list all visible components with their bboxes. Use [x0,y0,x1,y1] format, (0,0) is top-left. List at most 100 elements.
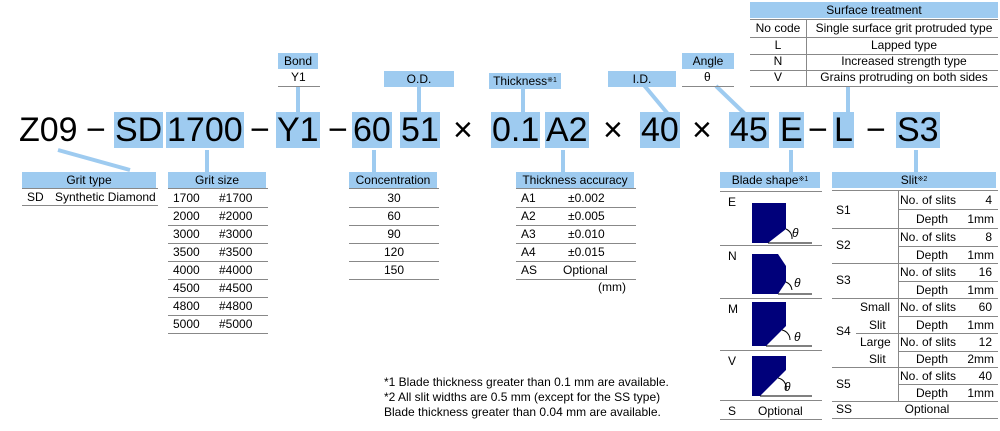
divider [168,279,268,280]
grit-size-mesh: #3500 [219,245,253,259]
code-angle: 45 [729,111,769,149]
grit-type-code: SD [27,190,44,204]
slit-d-label: Depth [916,212,949,226]
thickness-unit: (mm) [598,280,626,294]
grit-type-name: Synthetic Diamond [55,190,156,204]
divider [349,207,439,208]
slit-code: S1 [836,203,851,217]
divider [22,188,158,189]
grit-size-mesh: #4800 [219,299,253,313]
connector [205,150,209,172]
divider [168,333,268,334]
ta-code: A2 [521,209,536,223]
thickness-label: Thickness※1 [489,73,561,89]
grit-size-code: 3500 [173,245,200,259]
grit-size-mesh: #4000 [219,263,253,277]
grit-size-mesh: #2000 [219,209,253,223]
connector [372,150,376,172]
slit-n: 16 [978,265,992,279]
slit-n-label: No. of slits [900,369,957,383]
slit-code: SS [836,402,853,416]
divider [832,228,998,229]
code-blade-shape: E [779,111,804,149]
code-od: 51 [400,111,440,149]
blade-e-shape [752,203,814,245]
id-label: I.D. [608,71,676,87]
divider [278,86,320,87]
grit-type-label: Grit type [22,172,156,188]
code-dash: − [250,111,270,149]
divider [720,419,822,420]
divider [720,245,822,246]
connector [561,150,565,172]
slit-word: Slit [869,352,886,366]
slit-d-label: Depth [916,352,949,366]
slit-n-label: No. of slits [900,193,957,207]
slit-n-label: No. of slits [900,230,957,244]
st-desc: Single surface grit protruded type [815,21,993,35]
code-grit-size: 1700 [166,111,244,149]
divider [682,86,734,87]
st-code: N [773,54,783,68]
divider [898,384,998,385]
code-dash: − [866,111,886,149]
slit-d: 1mm [967,283,994,297]
divider [806,19,807,86]
divider [349,261,439,262]
code-grit-type: SD [114,111,164,149]
st-code: L [774,38,782,52]
grit-size-mesh: #4500 [219,281,253,295]
divider [516,243,636,244]
blade-v-shape [752,356,814,398]
slit-d-label: Depth [916,248,949,262]
code-bond: Y1 [276,111,320,149]
blade-n-shape [752,254,814,296]
slit-d: 2mm [967,352,994,366]
st-desc: Lapped type [870,38,938,52]
blade-theta: θ [784,380,791,394]
grit-size-code: 5000 [173,317,200,331]
code-concentration: 60 [352,111,392,149]
connector [789,150,793,172]
blade-theta: θ [792,226,799,240]
ta-code: A3 [521,227,536,241]
st-code: V [773,70,782,84]
slit-code: S5 [836,377,851,391]
divider [720,298,822,299]
concentration-value: 30 [387,191,401,205]
code-dash: − [86,111,106,149]
bond-value: Y1 [291,70,306,84]
slit-d: 1mm [967,318,994,332]
footnote: *1 Blade thickness greater than 0.1 mm a… [384,375,669,389]
divider [898,281,998,282]
code-id: 40 [640,111,680,149]
code-dash: − [328,111,348,149]
slit-label-text: Slit [900,173,918,187]
thickness-accuracy-label: Thickness accuracy [516,172,634,188]
divider [898,190,899,401]
code-z09: Z09 [19,111,78,149]
connector [914,150,918,172]
slit-n-label: No. of slits [900,265,957,279]
grit-size-code: 3000 [173,227,200,241]
slit-d: 1mm [967,248,994,262]
ta-value: ±0.015 [568,245,605,259]
bond-label: Bond [278,53,318,69]
divider [750,54,998,55]
divider [516,207,636,208]
connector [296,86,300,112]
slit-code: S3 [836,273,851,287]
grit-size-code: 4800 [173,299,200,313]
grit-size-code: 2000 [173,209,200,223]
thickness-label-text: Thickness [493,74,548,88]
divider [832,298,998,299]
grit-size-code: 4000 [173,263,200,277]
code-slit: S3 [896,111,940,149]
ta-value: Optional [563,263,608,277]
slit-d-label: Depth [916,386,949,400]
blade-shape-optional: Optional [758,404,803,418]
connector [846,86,850,112]
divider [750,37,998,38]
slit-n: 8 [985,230,992,244]
concentration-value: 60 [387,209,401,223]
